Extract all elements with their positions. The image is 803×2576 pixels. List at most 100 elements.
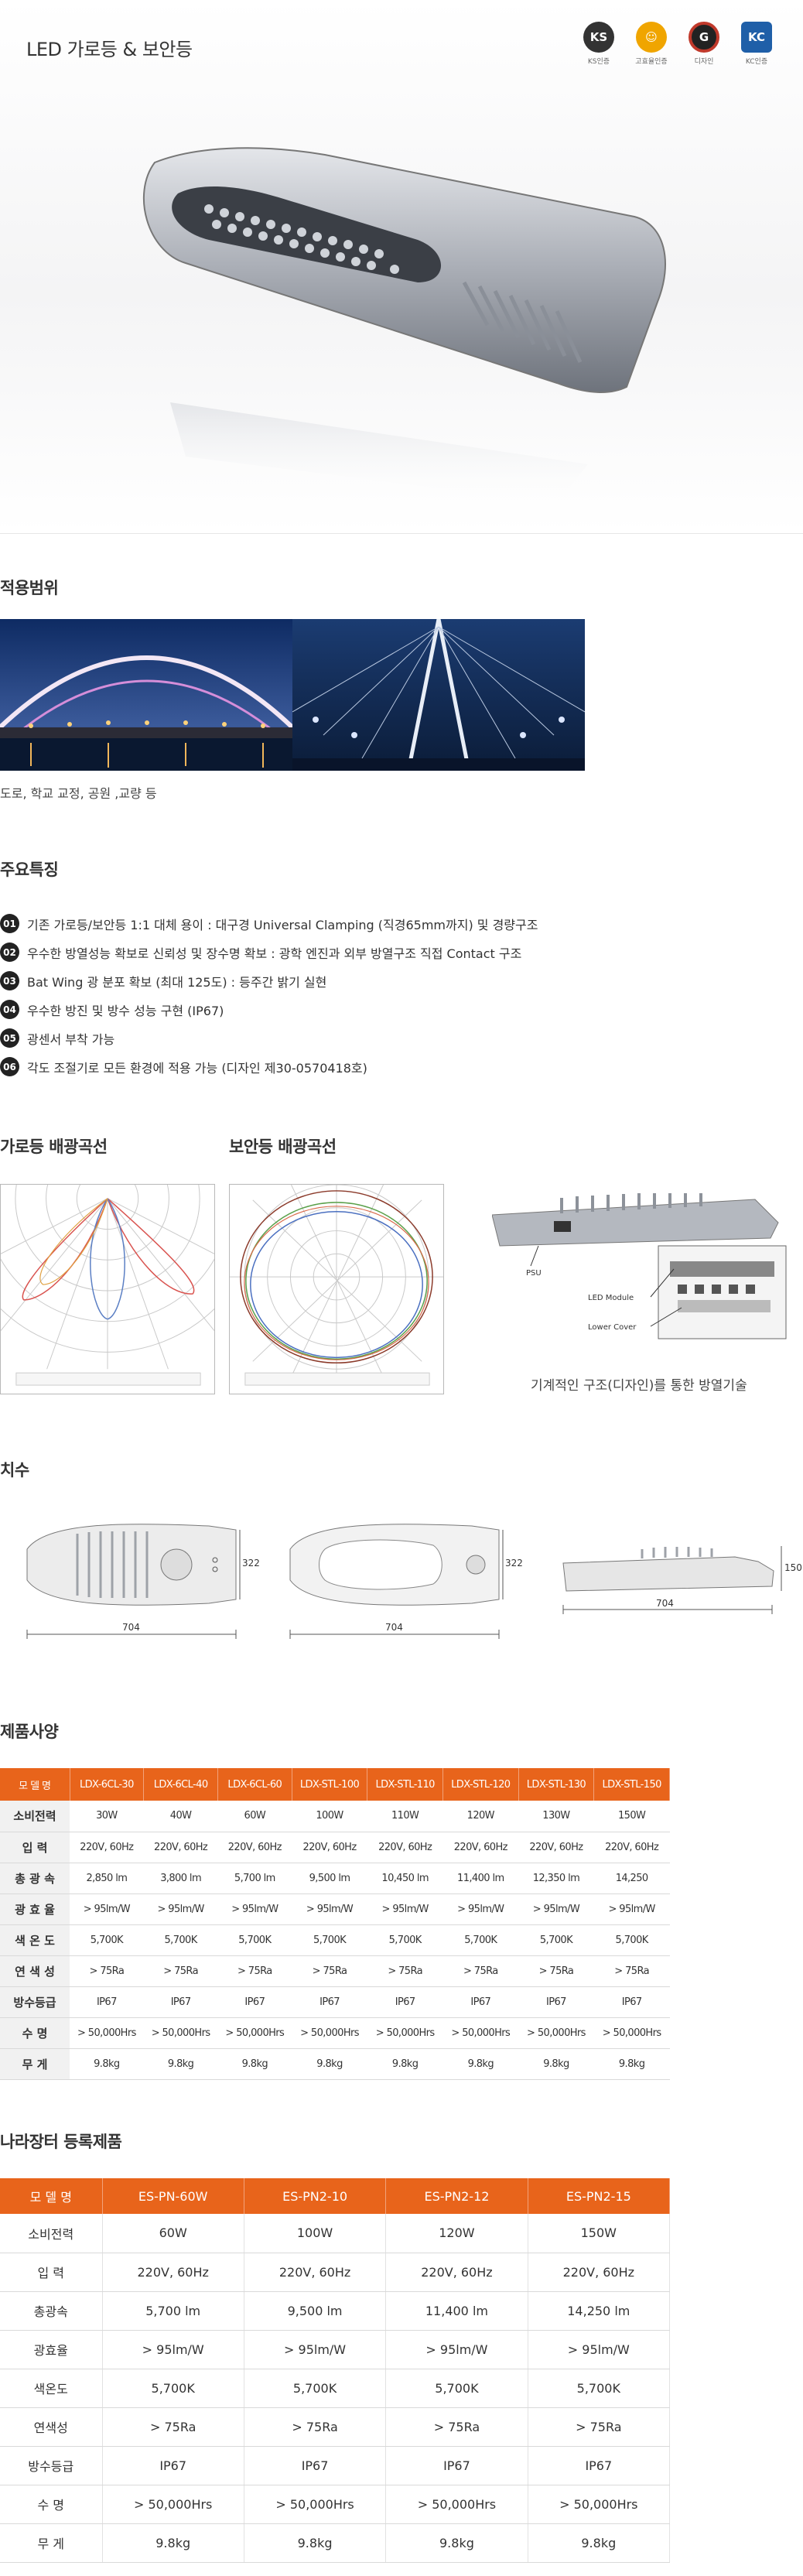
section-title-procurement: 나라장터 등록제품 [0, 2133, 122, 2151]
procurement-header-label: 모 델 명 [0, 2178, 103, 2214]
feature-item: 06 각도 조절기로 모든 환경에 적용 가능 (디자인 제30-0570418호… [0, 1052, 538, 1081]
procurement-model-header: ES-PN2-12 [385, 2178, 528, 2214]
cert-label: 고효율인증 [635, 58, 668, 66]
section-title-dimensions: 치수 [0, 1461, 29, 1480]
cert-ks-badge: KS KS인증 [580, 22, 617, 66]
table-cell: 120W [443, 1801, 519, 1832]
side-height-label: 150 [784, 1562, 802, 1573]
number-badge: 06 [0, 1057, 19, 1076]
table-cell: > 75Ra [143, 1955, 218, 1987]
row-label: 수 명 [0, 2017, 70, 2049]
spec-table: 모 델 명 LDX-6CL-30 LDX-6CL-40 LDX-6CL-60 L… [0, 1768, 670, 2080]
spec-model-header: LDX-STL-110 [367, 1768, 443, 1801]
table-cell: 40W [143, 1801, 218, 1832]
table-cell: > 95lm/W [367, 1894, 443, 1925]
cert-efficiency-badge: ☺ 고효율인증 [633, 22, 670, 66]
table-cell: 220V, 60Hz [143, 1832, 218, 1863]
table-cell: 9.8kg [292, 2048, 367, 2080]
table-cell: > 75Ra [292, 1955, 367, 1987]
feature-text: 기존 가로등/보안등 1:1 대체 용이 : 대구경 Universal Cla… [27, 917, 538, 932]
table-cell: > 75Ra [518, 1955, 594, 1987]
table-cell: 220V, 60Hz [217, 1832, 292, 1863]
table-cell: IP67 [528, 2446, 671, 2485]
table-row: 광효율> 95lm/W> 95lm/W> 95lm/W> 95lm/W [0, 2330, 671, 2369]
table-cell: > 50,000Hrs [143, 2017, 218, 2049]
design-mark-icon: G [689, 22, 719, 53]
table-cell: 130W [518, 1801, 594, 1832]
table-cell: > 75Ra [217, 1955, 292, 1987]
table-cell: 150W [593, 1801, 670, 1832]
led-module-label: LED Module [588, 1294, 634, 1302]
cert-kc-badge: KC KC인증 [738, 22, 775, 66]
table-cell: 2,850 lm [70, 1863, 144, 1894]
table-cell: > 95lm/W [143, 1894, 218, 1925]
heat-dissipation-structure-diagram: PSU LED Module Lower Cover [492, 1193, 787, 1339]
section-title-security-distribution: 보안등 배광곡선 [229, 1137, 337, 1156]
bottom-view-dimension-drawing: 704 322 [289, 1524, 523, 1639]
table-cell: > 95lm/W [518, 1894, 594, 1925]
feature-text: 각도 조절기로 모든 환경에 적용 가능 (디자인 제30-0570418호) [27, 1060, 367, 1076]
procurement-model-header: ES-PN2-10 [244, 2178, 387, 2214]
table-cell: 60W [217, 1801, 292, 1832]
street-lamp-product-image [143, 147, 666, 503]
table-cell: 5,700K [593, 1924, 670, 1956]
security-light-polar-plot [229, 1184, 444, 1394]
table-cell: 5,700K [443, 1924, 519, 1956]
table-cell: > 50,000Hrs [292, 2017, 367, 2049]
feature-text: 광센서 부착 가능 [27, 1031, 115, 1047]
table-cell: > 75Ra [367, 1955, 443, 1987]
number-badge: 04 [0, 1000, 19, 1019]
table-cell: 5,700K [367, 1924, 443, 1956]
row-label: 광 효 율 [0, 1894, 70, 1925]
table-cell: IP67 [292, 1986, 367, 2018]
section-title-features: 주요특징 [0, 860, 59, 879]
table-cell: 30W [70, 1801, 144, 1832]
table-cell: 5,700K [70, 1924, 144, 1956]
table-cell: 9.8kg [593, 2048, 670, 2080]
table-cell: 110W [367, 1801, 443, 1832]
table-cell: > 75Ra [70, 1955, 144, 1987]
number-badge: 05 [0, 1028, 19, 1048]
table-cell: 5,700K [217, 1924, 292, 1956]
table-cell: > 95lm/W [102, 2330, 244, 2369]
table-cell: > 95lm/W [385, 2330, 528, 2369]
table-cell: > 75Ra [244, 2407, 387, 2447]
row-label: 색온도 [0, 2369, 103, 2408]
table-cell: 220V, 60Hz [102, 2253, 244, 2292]
row-label: 총광속 [0, 2291, 103, 2331]
row-label: 색 온 도 [0, 1924, 70, 1956]
table-row: 연 색 성> 75Ra> 75Ra> 75Ra> 75Ra> 75Ra> 75R… [0, 1955, 670, 1987]
table-cell: 120W [385, 2214, 528, 2253]
structure-caption: 기계적인 구조(디자인)를 통한 방열기술 [531, 1378, 747, 1394]
side-view-dimension-drawing: 704 150 [562, 1546, 802, 1614]
table-cell: > 50,000Hrs [593, 2017, 670, 2049]
table-cell: 5,700K [102, 2369, 244, 2408]
table-cell: IP67 [518, 1986, 594, 2018]
table-row: 수 명> 50,000Hrs> 50,000Hrs> 50,000Hrs> 50… [0, 2485, 671, 2524]
row-label: 무 게 [0, 2048, 70, 2080]
table-cell: 100W [292, 1801, 367, 1832]
spec-header-label: 모 델 명 [0, 1768, 70, 1801]
table-cell: > 75Ra [385, 2407, 528, 2447]
table-cell: 11,400 lm [385, 2291, 528, 2331]
table-row: 광 효 율> 95lm/W> 95lm/W> 95lm/W> 95lm/W> 9… [0, 1894, 670, 1925]
table-cell: 14,250 lm [528, 2291, 671, 2331]
ks-mark-icon: KS [583, 22, 614, 53]
table-cell: 5,700 lm [102, 2291, 244, 2331]
table-cell: > 50,000Hrs [367, 2017, 443, 2049]
table-cell: > 50,000Hrs [244, 2485, 387, 2524]
width-label: 704 [385, 1622, 403, 1633]
row-label: 무 게 [0, 2523, 103, 2563]
table-cell: > 50,000Hrs [443, 2017, 519, 2049]
table-cell: 9.8kg [244, 2523, 387, 2563]
